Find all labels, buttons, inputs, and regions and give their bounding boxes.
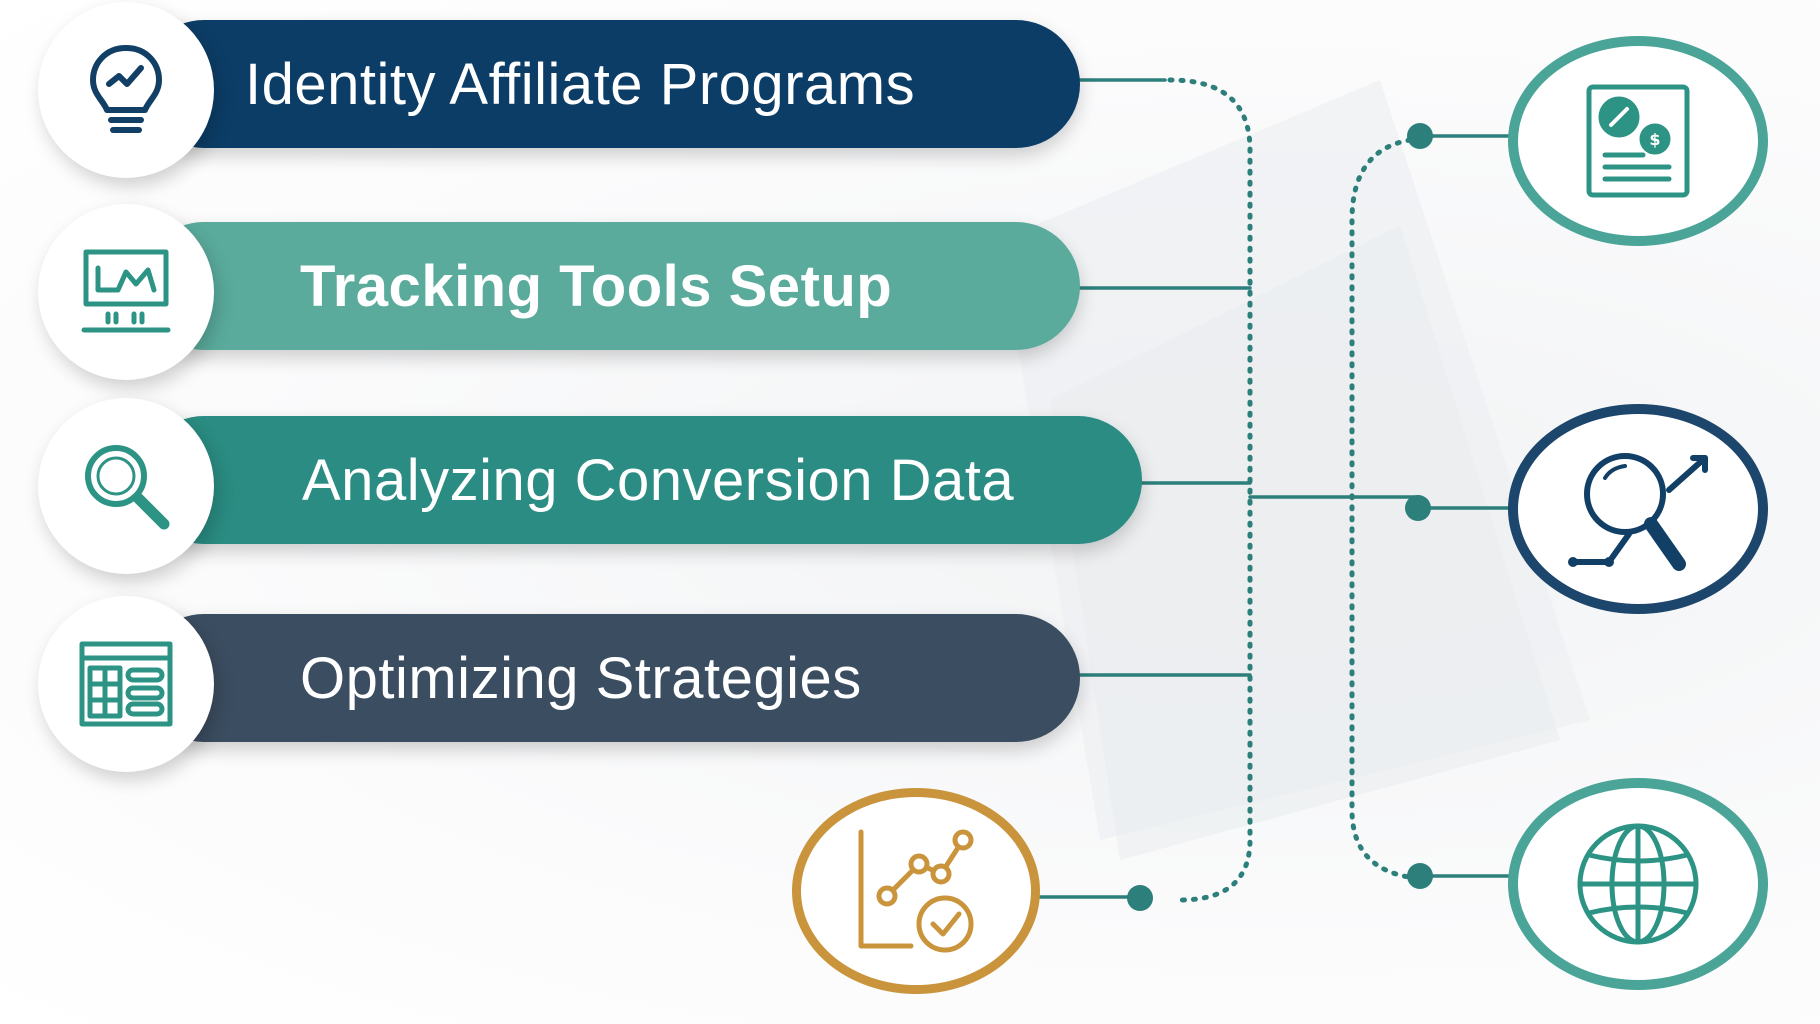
- svg-text:$: $: [1649, 130, 1660, 149]
- step-4-icon-disc: [38, 596, 214, 772]
- globe-icon: [1577, 823, 1699, 945]
- step-3-icon-disc: [38, 398, 214, 574]
- invoice-dollar-icon: $: [1586, 84, 1690, 198]
- lightbulb-icon: [90, 45, 162, 133]
- step-3-bar: Analyzing Conversion Data: [140, 416, 1142, 544]
- monitor-chart-icon: [81, 249, 171, 333]
- node-search-analytics: [1508, 404, 1768, 614]
- search-analytics-icon: [1568, 453, 1708, 571]
- step-1-icon-disc: [38, 2, 214, 178]
- growth-chart-check-icon: [858, 829, 974, 953]
- step-1-label: Identity Affiliate Programs: [245, 51, 916, 117]
- step-4-bar: Optimizing Strategies: [140, 614, 1080, 742]
- node-globe: [1508, 778, 1768, 990]
- step-2-icon-disc: [38, 204, 214, 380]
- node-invoice: $: [1508, 36, 1768, 246]
- step-2-label: Tracking Tools Setup: [300, 253, 893, 319]
- magnifier-icon: [85, 445, 170, 530]
- step-1-bar: Identity Affiliate Programs: [140, 20, 1080, 148]
- step-3-label: Analyzing Conversion Data: [302, 447, 1015, 513]
- step-2-bar: Tracking Tools Setup: [140, 222, 1080, 350]
- step-4-label: Optimizing Strategies: [300, 645, 862, 711]
- dashboard-layout-icon: [79, 641, 173, 727]
- node-growth-chart: [792, 788, 1040, 994]
